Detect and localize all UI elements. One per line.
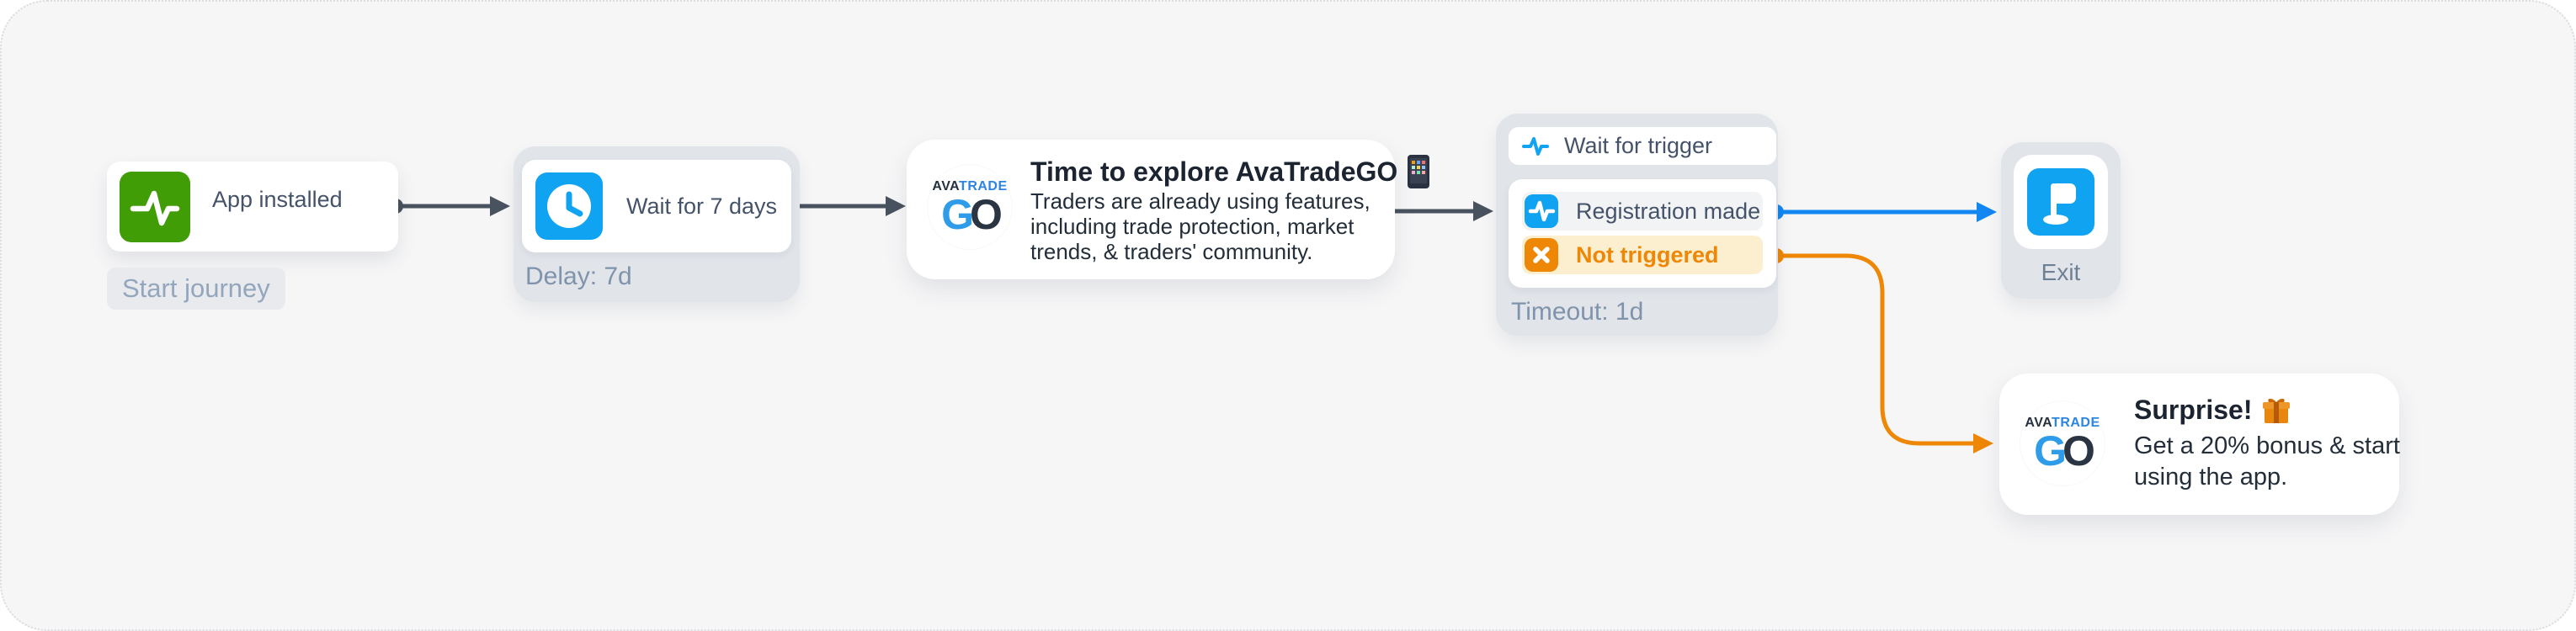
node-delay-card[interactable]: Wait for 7 days	[522, 160, 791, 252]
node-label-delay: Wait for 7 days	[626, 194, 778, 219]
node-exit[interactable]: Exit	[2001, 142, 2121, 299]
surprise-message-title: Surprise!	[2134, 395, 2291, 426]
pulse-icon	[1525, 194, 1558, 228]
connector-registration-to-exit	[1769, 202, 1997, 222]
cross-icon	[1525, 238, 1558, 272]
flag-icon	[2027, 168, 2094, 236]
connector-nottriggered-to-surprise	[1769, 248, 1993, 453]
avatrade-wordmark: AVATRADE	[932, 179, 1008, 194]
trigger-header-label: Wait for trigger	[1564, 133, 1713, 158]
node-surprise-message[interactable]: AVATRADE GO Surprise! Get a 20% bonus & …	[1999, 374, 2400, 515]
trigger-branches-card[interactable]: Registration made Not triggered	[1509, 179, 1776, 288]
go-wordmark: GO	[941, 191, 1003, 238]
connector-delay-to-message	[782, 196, 906, 216]
start-journey-badge[interactable]: Start journey	[107, 268, 285, 310]
avatradego-logo: AVATRADE GO	[2020, 401, 2105, 485]
mobile-phone-emoji-icon	[1408, 155, 1430, 188]
gift-emoji-icon	[2263, 398, 2291, 423]
avatradego-logo: AVATRADE GO	[928, 165, 1012, 249]
trigger-header-bar[interactable]: Wait for trigger	[1509, 127, 1776, 165]
node-explore-message[interactable]: AVATRADE GO Time to explore AvaTradeGO T…	[907, 140, 1430, 279]
node-delay-container[interactable]: Wait for 7 days Delay: 7d	[514, 146, 800, 302]
explore-message-title: Time to explore AvaTradeGO	[1030, 155, 1430, 188]
branch-registration-made[interactable]: Registration made	[1522, 192, 1763, 231]
branch-label-registration: Registration made	[1576, 198, 1761, 224]
delay-meta-label: Delay: 7d	[525, 262, 632, 290]
trigger-meta-label: Timeout: 1d	[1511, 298, 1644, 326]
branch-label-not-triggered: Not triggered	[1576, 241, 1719, 268]
node-trigger-container[interactable]: Wait for trigger Registration made	[1496, 114, 1778, 336]
explore-message-body: Traders are already using features,inclu…	[1030, 188, 1370, 264]
go-wordmark: GO	[2034, 427, 2095, 475]
pulse-icon	[1522, 136, 1549, 156]
clock-icon	[535, 172, 603, 240]
activity-icon	[120, 172, 190, 242]
exit-label: Exit	[2041, 259, 2081, 285]
node-app-installed[interactable]: App installed	[107, 162, 398, 252]
branch-not-triggered[interactable]: Not triggered	[1522, 236, 1763, 274]
connector-start-to-delay	[388, 196, 510, 216]
avatrade-wordmark: AVATRADE	[2025, 416, 2100, 430]
node-label-app-installed: App installed	[212, 186, 343, 212]
